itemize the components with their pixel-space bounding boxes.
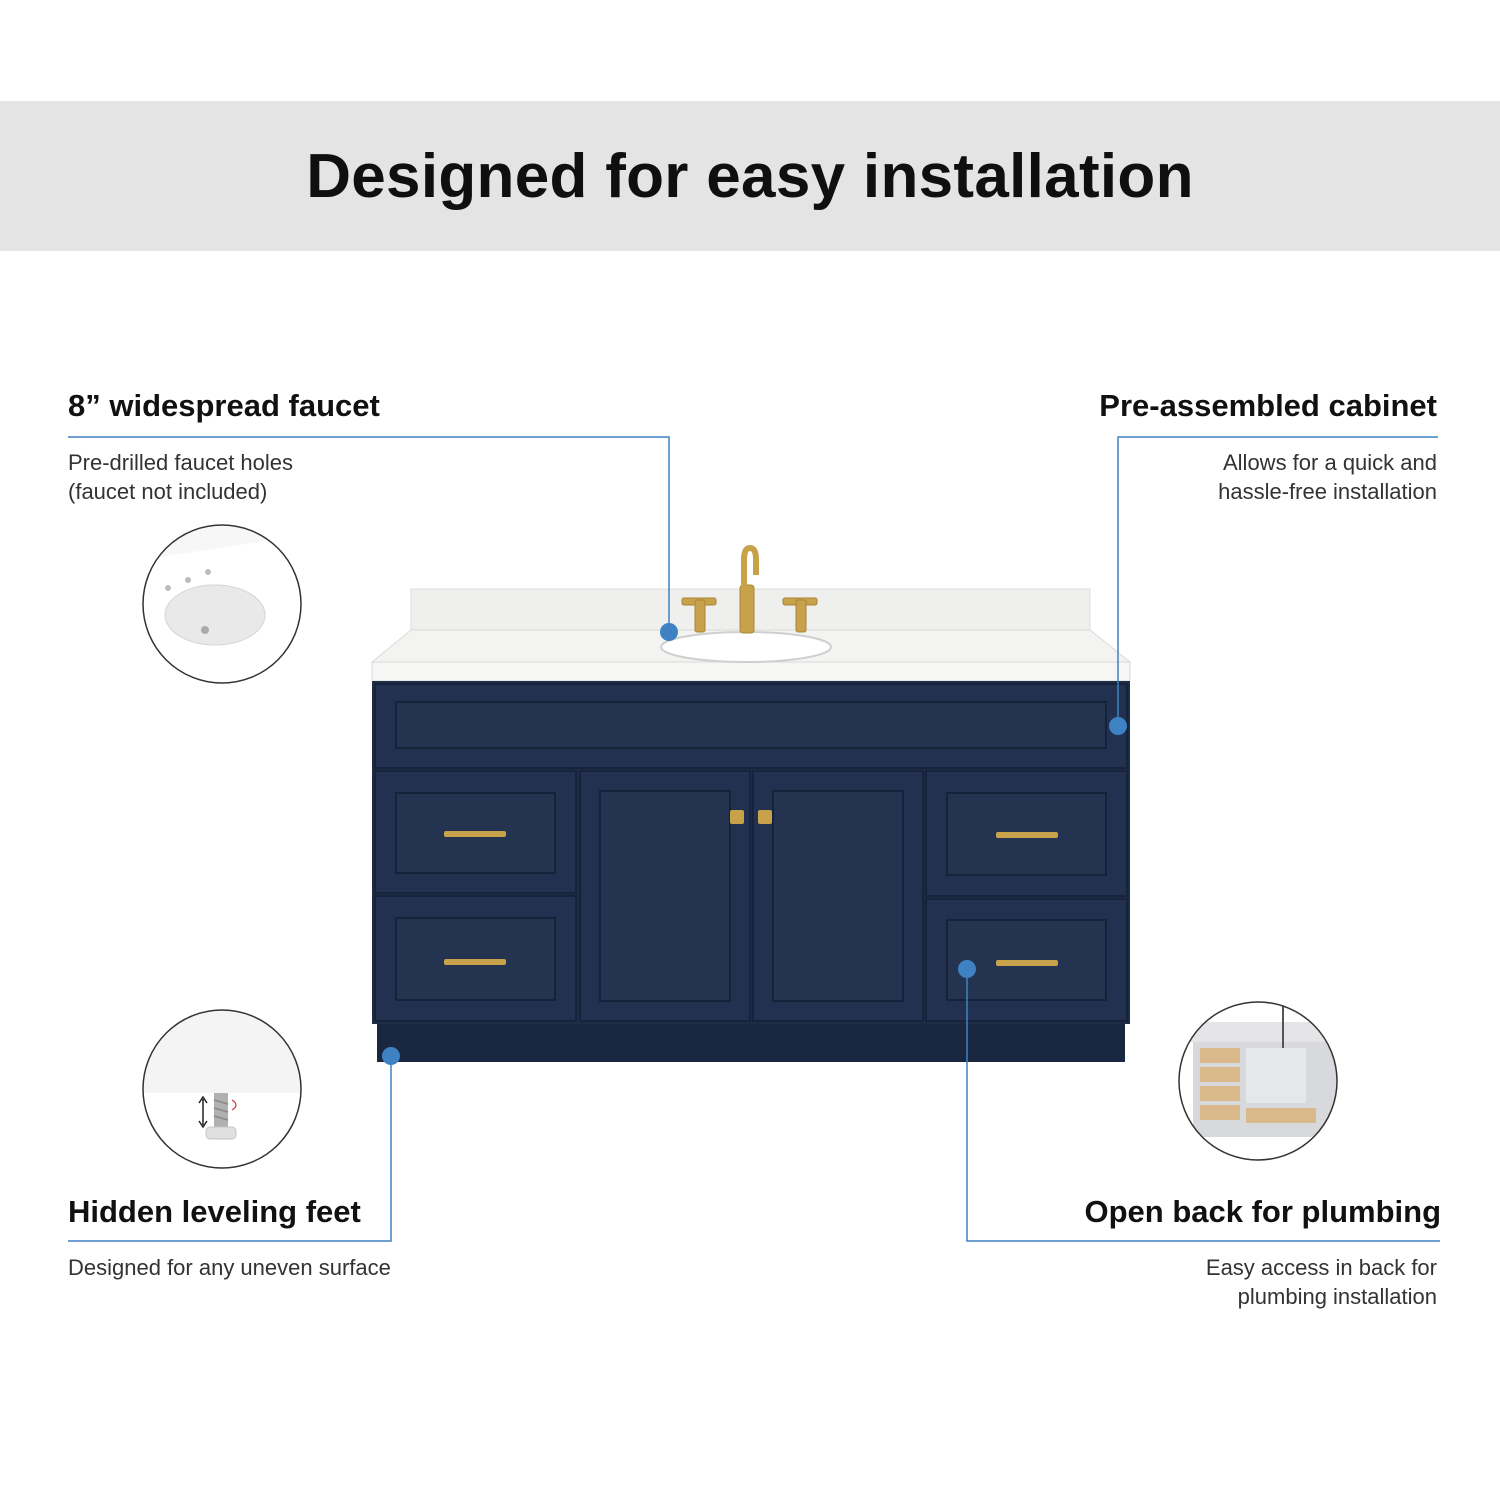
feature-desc-leveling: Designed for any uneven surface: [68, 1255, 391, 1280]
open-back-inset: [1179, 1002, 1337, 1160]
faucet-icon: [681, 544, 818, 634]
feature-desc-cabinet: Allows for a quick and hassle-free insta…: [1218, 450, 1437, 504]
feature-desc-faucet: Pre-drilled faucet holes (faucet not inc…: [68, 450, 294, 504]
feature-title-leveling: Hidden leveling feet: [68, 1194, 361, 1229]
title-banner: Designed for easy installation: [0, 101, 1500, 251]
sink-basin: [660, 631, 832, 663]
faucet-holes-inset: [143, 525, 301, 683]
feature-title-plumbing: Open back for plumbing: [1084, 1194, 1441, 1229]
feature-desc-plumbing: Easy access in back for plumbing install…: [1205, 1255, 1437, 1309]
toe-kick: [377, 1024, 1125, 1062]
feature-title-faucet: 8” widespread faucet: [68, 388, 380, 423]
leveling-foot-inset: [143, 1010, 301, 1168]
drawer-pulls: [444, 810, 1058, 966]
callout-dots: [382, 623, 1127, 1065]
page-title: Designed for easy installation: [306, 142, 1194, 211]
feature-title-cabinet: Pre-assembled cabinet: [1099, 388, 1437, 423]
callout-lines: [68, 436, 1440, 1242]
